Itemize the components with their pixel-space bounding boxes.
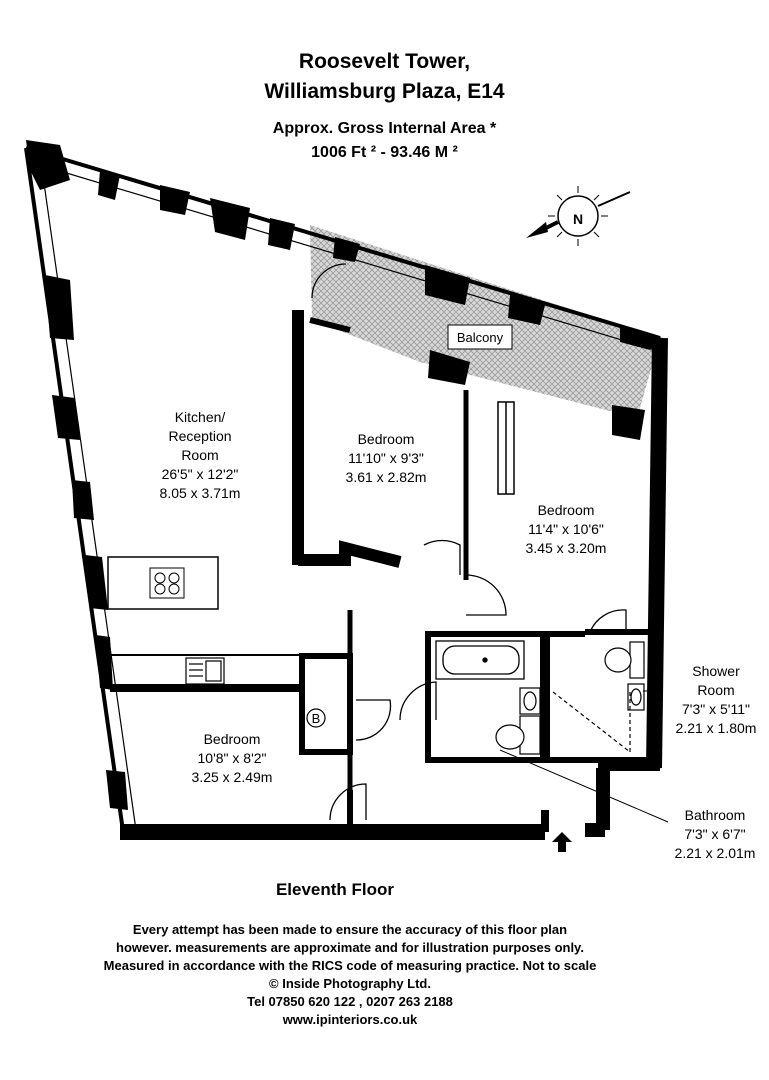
shower-metric: 2.21 x 1.80m (676, 720, 757, 736)
disclaimer-line-1: Every attempt has been made to ensure th… (132, 922, 568, 937)
shower-labels: Shower Room 7'3" x 5'11" 2.21 x 1.80m (676, 663, 757, 736)
bedroom3-imperial: 10'8" x 8'2" (198, 750, 267, 766)
bathtub (435, 640, 525, 680)
floor-label: Eleventh Floor (275, 880, 395, 899)
balcony-label: Balcony (457, 330, 504, 345)
area-label: Approx. Gross Internal Area * (272, 120, 497, 137)
bedroom2-imperial: 11'4" x 10'6" (528, 521, 604, 537)
shower-imperial: 7'3" x 5'11" (682, 701, 750, 717)
bedroom1-imperial: 11'10" x 9'3" (348, 450, 424, 466)
website-link[interactable]: www.ipinteriors.co.uk (282, 1012, 418, 1027)
telephone: Tel 07850 620 122 , 0207 263 2188 (247, 994, 453, 1009)
bathroom-fixtures (495, 687, 541, 755)
bedroom1-metric: 3.61 x 2.82m (346, 469, 427, 485)
bedroom3-labels: Bedroom 10'8" x 8'2" 3.25 x 2.49m (192, 731, 273, 785)
kitchen-imperial: 26'5" x 12'2" (162, 466, 239, 482)
interior-walls (110, 310, 660, 832)
bedroom2-name: Bedroom (538, 502, 595, 518)
shower-fixtures (552, 641, 645, 753)
area-value: 1006 Ft ² - 93.46 M ² (311, 144, 458, 161)
bedroom3-metric: 3.25 x 2.49m (192, 769, 273, 785)
kitchen-name-1: Kitchen/ (175, 409, 226, 425)
bedroom1-labels: Bedroom 11'10" x 9'3" 3.61 x 2.82m (346, 431, 427, 485)
entrance-arrow-icon (552, 832, 572, 852)
bathroom-name: Bathroom (685, 807, 746, 823)
kitchen-name-2: Reception (168, 428, 231, 444)
disclaimer-line-2: however. measurements are approximate an… (116, 940, 584, 955)
copyright: © Inside Photography Ltd. (269, 976, 431, 991)
kitchen-island (107, 556, 219, 610)
kitchen-name-3: Room (181, 447, 218, 463)
balcony-area (310, 225, 660, 418)
balcony-label-box (447, 324, 513, 350)
leader-lines (499, 690, 669, 823)
property-address: Williamsburg Plaza, E14 (264, 80, 505, 103)
kitchen-metric: 8.05 x 3.71m (160, 485, 241, 501)
bedroom2-labels: Bedroom 11'4" x 10'6" 3.45 x 3.20m (526, 502, 607, 556)
shower-name-1: Shower (692, 663, 740, 679)
wardrobe (497, 401, 515, 495)
property-name: Roosevelt Tower, (298, 50, 471, 73)
shower-name-2: Room (697, 682, 734, 698)
bedroom2-metric: 3.45 x 3.20m (526, 540, 607, 556)
bathroom-metric: 2.21 x 2.01m (675, 845, 756, 861)
bathroom-labels: Bathroom 7'3" x 6'7" 2.21 x 2.01m (675, 807, 756, 861)
boiler-icon (306, 708, 326, 728)
kitchen-labels: Kitchen/ Reception Room 26'5" x 12'2" 8.… (160, 409, 241, 501)
north-arrow-icon: N (526, 186, 631, 246)
compass-letter: N (573, 211, 583, 227)
disclaimer-line-3: Measured in accordance with the RICS cod… (103, 958, 597, 973)
doors (311, 263, 627, 821)
boiler-label: B (312, 711, 321, 726)
wall-piers (26, 140, 662, 810)
kitchen-sink (185, 657, 225, 685)
bedroom1-name: Bedroom (358, 431, 415, 447)
bathroom-imperial: 7'3" x 6'7" (684, 826, 745, 842)
bedroom3-name: Bedroom (204, 731, 261, 747)
